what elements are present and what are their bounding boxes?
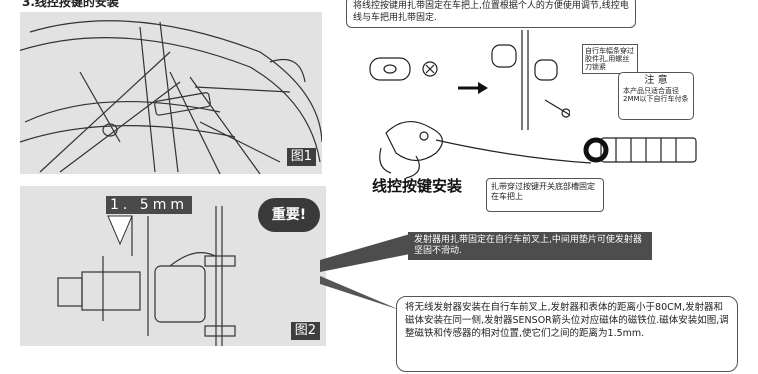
transmitter-callout: 发射器用扎带固定在自行车前叉上,中间用垫片可使发射器坚固不滑动.	[408, 232, 652, 260]
figure-1-label: 图1	[286, 148, 316, 166]
bicycle-wheel-illustration	[20, 20, 322, 174]
remote-install-heading: 线控按键安装	[372, 177, 463, 195]
notice-box: 注 意 本产品只适合直径2MM以下自行车付条	[618, 72, 694, 120]
transmitter-magnet-illustration	[57, 206, 236, 346]
important-badge: 重要!	[258, 198, 320, 232]
instruction-top: 将线控按键用扎带固定在车把上,位置根据个人的方便使用调节,线控电线与车把用扎带固…	[346, 0, 636, 28]
instruction-bottom: 将无线发射器安装在自行车前叉上,发射器和表体的距离小于80CM,发射器和磁体安装…	[396, 296, 738, 372]
notice-body: 本产品只适合直径2MM以下自行车付条	[623, 87, 689, 103]
notice-title: 注 意	[644, 75, 668, 86]
callout-pointer	[320, 234, 410, 272]
distance-label: 1. 5mm	[106, 196, 192, 214]
figure-2-panel: 1. 5mm 重要! 图2	[20, 186, 326, 346]
remote-mount-illustration	[369, 30, 570, 130]
note-bike-bolt: 自行车幅条穿过胶件孔,用螺丝刀锁紧	[582, 44, 638, 74]
section-heading: 3.线控按键的安装	[22, 0, 119, 9]
figure-2-label: 图2	[290, 322, 320, 340]
remote-strap-illustration	[379, 121, 697, 179]
bottom-pointer	[320, 276, 400, 310]
figure-1-panel: 图1	[20, 12, 322, 174]
note-strap: 扎带穿过按键开关底部槽固定在车把上	[486, 178, 604, 212]
